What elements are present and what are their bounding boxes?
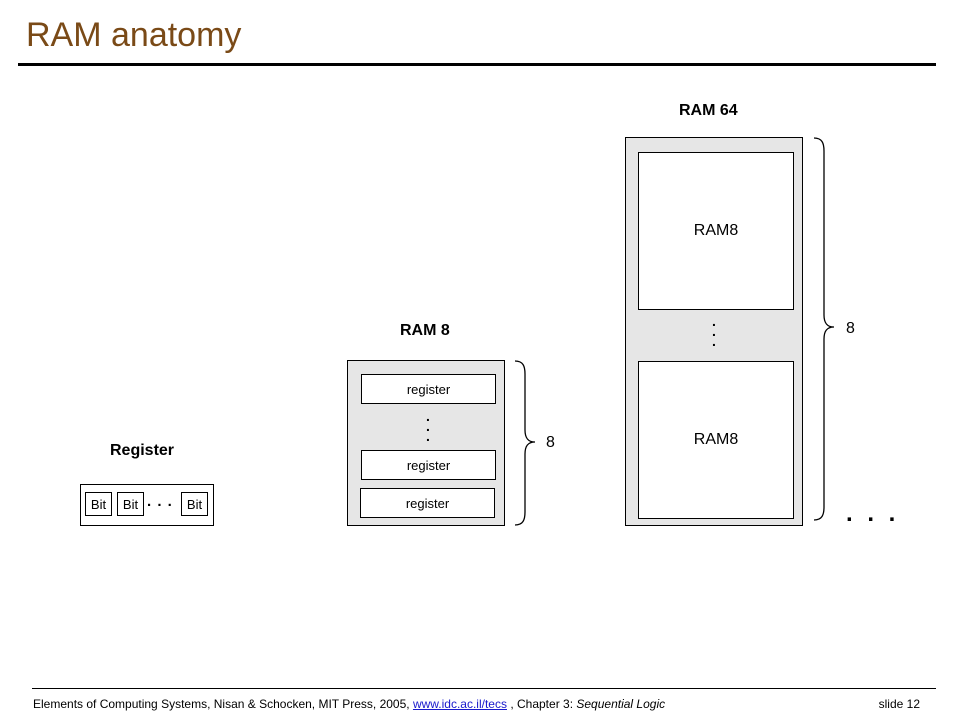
bit-cell: Bit [85,492,112,516]
register-heading: Register [110,442,175,459]
bit-cell: Bit [181,492,208,516]
ram8-cell: RAM8 [638,361,794,519]
bit-cell: Bit [117,492,144,516]
footer-chapter-prefix: , Chapter 3: [510,697,574,711]
vertical-ellipsis: ... [712,313,716,349]
footer-chapter-title: Sequential Logic [576,697,666,711]
footer-rule [32,688,936,689]
register-cell: register [361,374,496,404]
ram8-heading: RAM 8 [400,322,450,339]
bit-ellipsis: . . . [147,493,173,510]
slide-number: slide 12 [878,697,920,711]
title-rule [18,63,936,66]
footer-link[interactable]: www.idc.ac.il/tecs [412,697,507,711]
slide-title: RAM anatomy [26,16,242,54]
ram64-count: 8 [846,320,855,337]
register-box: Bit Bit . . . Bit [80,484,214,526]
register-cell: register [360,488,495,518]
ram64-brace [813,137,835,521]
footer-citation: Elements of Computing Systems, Nisan & S… [33,697,410,711]
continuation-ellipsis: . . . [846,500,900,527]
ram8-box: register ... register register [347,360,505,526]
ram8-cell: RAM8 [638,152,794,310]
footer: Elements of Computing Systems, Nisan & S… [33,697,665,711]
ram64-box: RAM8 ... RAM8 [625,137,803,526]
ram8-brace [514,360,536,526]
ram64-heading: RAM 64 [679,102,738,119]
ram8-count: 8 [546,434,555,451]
vertical-ellipsis: ... [426,408,430,444]
register-cell: register [361,450,496,480]
